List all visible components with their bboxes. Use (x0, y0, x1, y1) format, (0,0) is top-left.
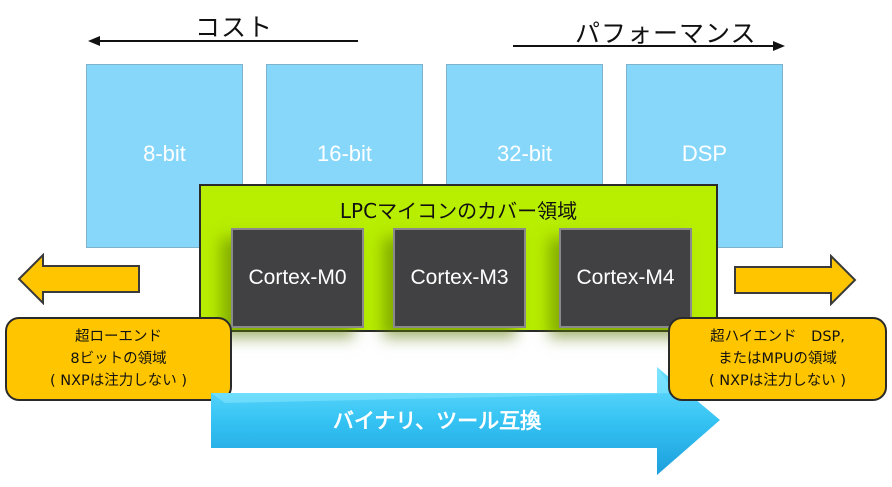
left-arrow-icon (17, 253, 140, 305)
high-end-note: 超ハイエンド DSP, またはMPUの領域 ( NXPは注力しない ) (668, 317, 887, 401)
note-line: 8ビットの領域 (70, 351, 167, 367)
low-end-note: 超ローエンド 8ビットの領域 ( NXPは注力しない ) (5, 317, 232, 401)
core-label: Cortex-M4 (576, 266, 675, 289)
category-label: DSP (681, 141, 728, 166)
compat-label: バイナリ、ツール互換 (332, 409, 542, 433)
right-arrow-icon (734, 254, 857, 306)
performance-arrow-icon (513, 41, 785, 51)
category-label: 16-bit (316, 141, 373, 166)
core-cortex-m4: Cortex-M4 (559, 228, 692, 328)
coverage-title: LPCマイコンのカバー領域 (339, 199, 578, 223)
cost-arrow-icon (88, 36, 358, 46)
core-cortex-m0: Cortex-M0 (231, 228, 364, 328)
note-line: 超ローエンド (75, 329, 162, 345)
category-label: 32-bit (496, 141, 553, 166)
core-cortex-m3: Cortex-M3 (393, 228, 526, 328)
cost-label: コスト (195, 13, 274, 42)
note-line: またはMPUの領域 (718, 351, 837, 367)
performance-label: パフォーマンス (575, 19, 757, 48)
core-label: Cortex-M3 (410, 266, 509, 289)
note-line: ( NXPは注力しない ) (49, 373, 188, 389)
lpc-coverage-region: LPCマイコンのカバー領域 Cortex-M0 Cortex-M3 Cortex… (199, 184, 718, 332)
category-label: 8-bit (143, 141, 186, 166)
note-line: ( NXPは注力しない ) (708, 373, 847, 389)
note-line: 超ハイエンド DSP, (710, 329, 845, 345)
core-label: Cortex-M0 (248, 266, 347, 289)
compat-arrow-icon (211, 367, 720, 475)
